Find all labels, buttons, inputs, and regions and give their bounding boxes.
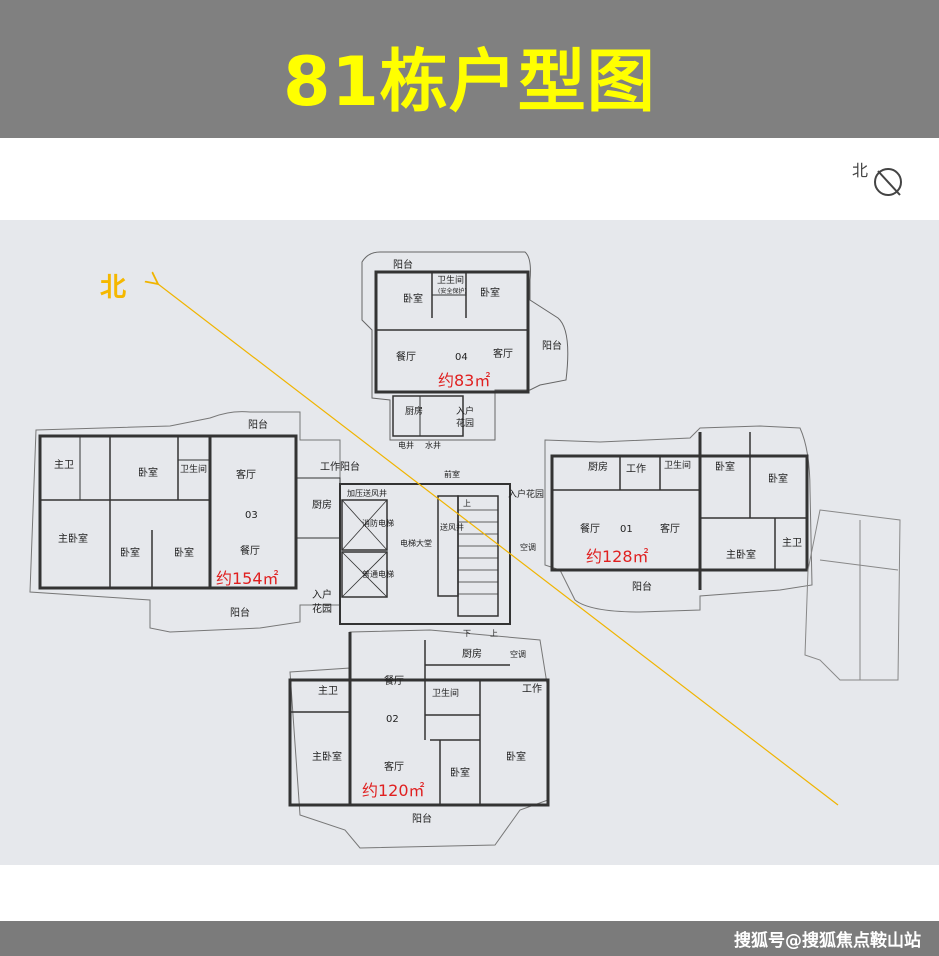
room-label: 加压送风井 bbox=[347, 488, 387, 498]
room-label: 前室 bbox=[444, 469, 460, 479]
room-label: 工作阳台 bbox=[320, 460, 360, 473]
room-label: 上 bbox=[463, 499, 471, 508]
unit-number: 01 bbox=[620, 524, 633, 535]
room-label: 水井 bbox=[425, 440, 441, 450]
room-label: 空调 bbox=[520, 542, 536, 552]
north-label: 北 bbox=[100, 273, 126, 303]
unit-number: 02 bbox=[386, 714, 399, 725]
compass-label: 北 bbox=[852, 161, 868, 180]
room-label: 阳台 bbox=[412, 812, 432, 825]
room-label: 普通电梯 bbox=[362, 569, 394, 579]
north-direction-line bbox=[158, 284, 839, 806]
room-label: 空调 bbox=[510, 649, 526, 659]
room-label: 餐厅 bbox=[396, 350, 416, 363]
room-label: 客厅 bbox=[493, 347, 513, 360]
north-compass-icon: 北 bbox=[848, 150, 908, 210]
room-label: 厨房 bbox=[588, 460, 608, 473]
room-label: 卧室 bbox=[506, 750, 526, 763]
room-label: 主卧室 bbox=[312, 750, 342, 763]
watermark: 搜狐号@搜狐焦点鞍山站 bbox=[734, 931, 921, 951]
room-label: 卧室 bbox=[768, 472, 788, 485]
room-label: 卫生间 bbox=[664, 459, 691, 471]
room-label: 阳台 bbox=[632, 580, 652, 593]
floor-plan: 北 阳台 卧室 卫生间 (安全保护) 卧室 餐厅 客厅 阳台 04 厨房 入户 … bbox=[0, 220, 939, 865]
area-label-02: 约120㎡ bbox=[362, 781, 425, 800]
room-label: 餐厅 bbox=[240, 544, 260, 557]
unit-01 bbox=[544, 425, 901, 681]
unit-number: 04 bbox=[455, 352, 468, 363]
room-label: 工作 bbox=[626, 463, 646, 475]
room-label: 卧室 bbox=[403, 292, 423, 305]
room-label: 阳台 bbox=[248, 418, 268, 431]
room-label: 厨房 bbox=[462, 647, 482, 660]
room-label: 主卫 bbox=[782, 537, 802, 549]
area-label-04: 约83㎡ bbox=[438, 371, 490, 390]
room-label: 电井 bbox=[398, 440, 414, 450]
room-label: 花园 bbox=[456, 417, 474, 429]
area-label-03: 约154㎡ bbox=[216, 569, 279, 588]
unit-number: 03 bbox=[245, 510, 258, 521]
room-label: 主卧室 bbox=[726, 548, 756, 561]
room-label: 卫生间 bbox=[180, 463, 207, 475]
room-label: 卧室 bbox=[174, 546, 194, 559]
room-label: 卧室 bbox=[120, 546, 140, 559]
room-label: 入户花园 bbox=[508, 488, 544, 500]
unit-02 bbox=[288, 629, 550, 849]
room-label: 送风井 bbox=[440, 522, 464, 532]
unit-04 bbox=[361, 251, 569, 441]
room-label: 下 bbox=[463, 629, 471, 638]
room-label: 上 bbox=[490, 629, 498, 638]
room-label: 主卫 bbox=[54, 459, 74, 471]
room-label: 消防电梯 bbox=[362, 518, 394, 528]
room-label: 客厅 bbox=[384, 760, 404, 773]
room-label: 卫生间 bbox=[437, 274, 464, 286]
title-banner: 81栋户型图 bbox=[0, 0, 939, 138]
area-label-01: 约128㎡ bbox=[586, 547, 649, 566]
room-label: 餐厅 bbox=[384, 674, 404, 687]
room-label: 主卫 bbox=[318, 685, 338, 697]
room-label: 主卧室 bbox=[58, 532, 88, 545]
page-title: 81栋户型图 bbox=[283, 43, 656, 122]
room-label: 电梯大堂 bbox=[400, 538, 432, 548]
room-label: 卧室 bbox=[450, 766, 470, 779]
room-label: 入户 bbox=[456, 405, 474, 417]
room-label: 阳台 bbox=[542, 339, 562, 352]
room-label: 阳台 bbox=[393, 258, 413, 271]
room-label: 阳台 bbox=[230, 606, 250, 619]
footer-bar: 搜狐号@搜狐焦点鞍山站 bbox=[0, 921, 939, 956]
room-label: 卫生间 bbox=[432, 687, 459, 699]
room-label: 卧室 bbox=[480, 286, 500, 299]
room-label: 入户 bbox=[312, 588, 332, 601]
room-label: 工作 bbox=[522, 683, 542, 695]
room-label: 餐厅 bbox=[580, 522, 600, 535]
room-label: 花园 bbox=[312, 602, 332, 615]
room-label: 厨房 bbox=[405, 405, 423, 417]
room-label: 厨房 bbox=[312, 498, 332, 511]
room-label: (安全保护) bbox=[438, 287, 467, 295]
room-label: 卧室 bbox=[715, 460, 735, 473]
room-label: 卧室 bbox=[138, 466, 158, 479]
room-label: 客厅 bbox=[236, 468, 256, 481]
room-label: 客厅 bbox=[660, 522, 680, 535]
building-core bbox=[339, 483, 511, 625]
unit-03 bbox=[29, 411, 341, 633]
